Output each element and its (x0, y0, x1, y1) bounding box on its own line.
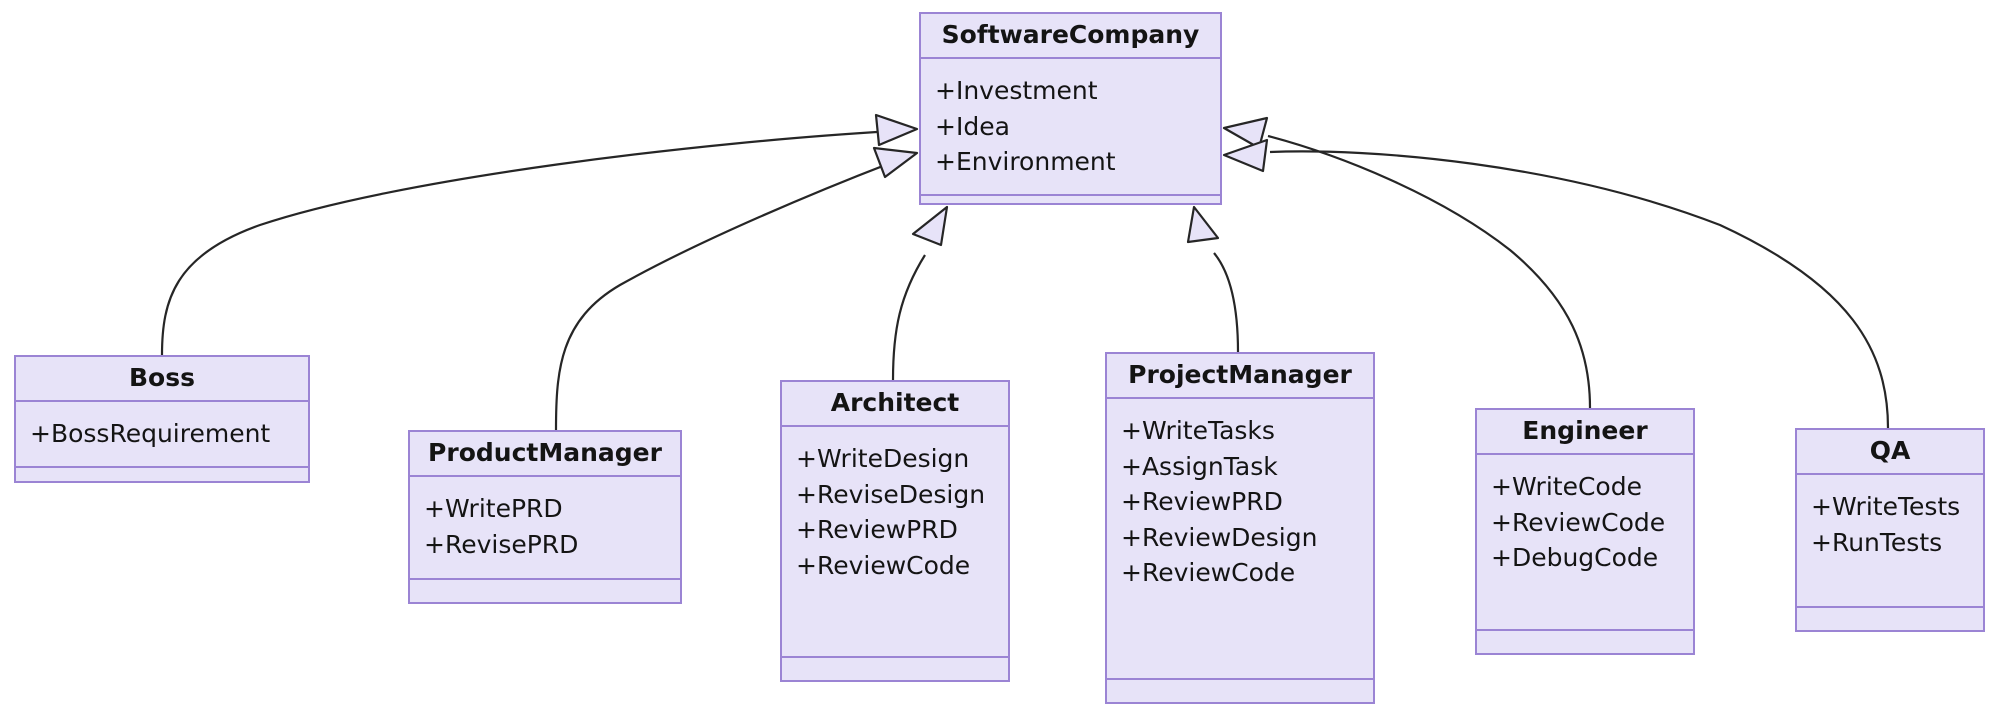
class-methods-projectmanager (1107, 680, 1373, 702)
uml-class-productmanager[interactable]: ProductManager +WritePRD +RevisePRD (408, 430, 682, 604)
class-member: +Environment (935, 147, 1116, 177)
class-divider (921, 57, 1220, 60)
class-member: +ReviewPRD (796, 515, 958, 545)
class-member: +AssignTask (1121, 451, 1278, 481)
class-member: +ReviewCode (1491, 507, 1666, 537)
class-member: +ReviseDesign (796, 479, 986, 509)
class-methods-boss (16, 468, 308, 490)
class-member: +WriteCode (1491, 472, 1642, 502)
class-members-engineer: +WriteCode +ReviewCode +DebugCode (1477, 455, 1693, 629)
class-name-productmanager: ProductManager (428, 438, 662, 467)
class-name-boss: Boss (129, 363, 195, 392)
class-divider (782, 656, 1008, 658)
class-divider (1477, 629, 1693, 631)
class-methods-softwarecompany (921, 196, 1220, 218)
class-name-softwarecompany: SoftwareCompany (941, 20, 1200, 49)
uml-class-projectmanager[interactable]: ProjectManager +WriteTasks +AssignTask +… (1105, 352, 1375, 704)
class-member: +ReviewCode (796, 550, 971, 580)
class-members-softwarecompany: +Investment +Idea +Environment (921, 59, 1220, 194)
class-member: +ReviewPRD (1121, 487, 1283, 517)
uml-class-softwarecompany[interactable]: SoftwareCompany +Investment +Idea +Envir… (919, 12, 1222, 205)
class-divider (1107, 678, 1373, 680)
class-methods-qa (1797, 608, 1983, 630)
class-members-architect: +WriteDesign +ReviseDesign +ReviewPRD +R… (782, 427, 1008, 656)
class-methods-productmanager (410, 580, 680, 602)
class-member: +WriteTests (1811, 492, 1961, 522)
class-members-qa: +WriteTests +RunTests (1797, 475, 1983, 606)
class-methods-architect (782, 658, 1008, 680)
class-methods-engineer (1477, 631, 1693, 653)
class-members-productmanager: +WritePRD +RevisePRD (410, 477, 680, 578)
class-member: +WriteDesign (796, 444, 970, 474)
uml-class-boss[interactable]: Boss +BossRequirement (14, 355, 310, 483)
class-divider (16, 400, 308, 403)
class-members-projectmanager: +WriteTasks +AssignTask +ReviewPRD +Revi… (1107, 399, 1373, 678)
class-name-architect: Architect (830, 388, 960, 417)
class-members-boss: +BossRequirement (16, 402, 308, 466)
class-divider (410, 475, 680, 478)
class-divider (782, 425, 1008, 428)
class-member: +WritePRD (424, 494, 563, 524)
class-divider (16, 465, 308, 468)
uml-class-architect[interactable]: Architect +WriteDesign +ReviseDesign +Re… (780, 380, 1010, 682)
class-member: +DebugCode (1491, 543, 1659, 573)
uml-class-engineer[interactable]: Engineer +WriteCode +ReviewCode +DebugCo… (1475, 408, 1695, 655)
class-name-engineer: Engineer (1522, 416, 1648, 445)
class-divider (410, 578, 680, 580)
class-member: +Idea (935, 111, 1010, 141)
class-divider (1107, 397, 1373, 400)
class-divider (921, 193, 1220, 196)
class-member: +RunTests (1811, 527, 1943, 557)
class-divider (1797, 473, 1983, 476)
edge-boss-to-softwarecompany (160, 113, 919, 356)
class-divider (1797, 606, 1983, 608)
class-member: +BossRequirement (30, 419, 271, 449)
class-member: +Investment (935, 76, 1098, 106)
class-divider (1477, 453, 1693, 456)
class-name-qa: QA (1869, 436, 1911, 465)
class-member: +ReviewCode (1121, 558, 1296, 588)
class-member: +RevisePRD (424, 529, 579, 559)
class-name-projectmanager: ProjectManager (1128, 360, 1352, 389)
class-member: +WriteTasks (1121, 416, 1275, 446)
uml-class-qa[interactable]: QA +WriteTests +RunTests (1795, 428, 1985, 632)
class-member: +ReviewDesign (1121, 522, 1318, 552)
edge-projectmanager-to-softwarecompany (1186, 205, 1240, 353)
edge-architect-to-softwarecompany (891, 205, 949, 381)
